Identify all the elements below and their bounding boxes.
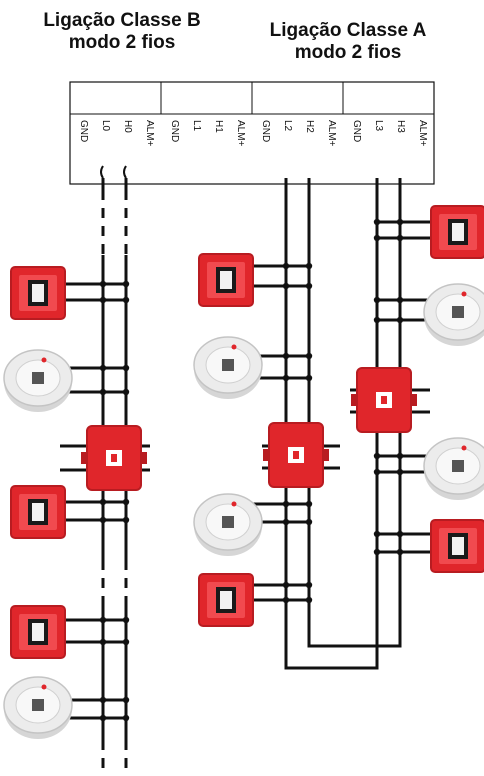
junction-dot [99,714,107,722]
isolator-module-icon [81,425,147,491]
junction-dot [122,388,130,396]
terminal-block [69,81,435,185]
manual-call-point-icon [430,519,484,573]
manual-call-point-icon [10,605,66,659]
class-b-title-line1: Ligação Classe B [43,10,201,31]
junction-dot [305,352,313,360]
junction-dot [373,296,381,304]
junction-dot [373,234,381,242]
wire [123,165,127,179]
junction-dot [122,364,130,372]
terminal-labels: GND L0 H0 ALM+ GND L1 H1 ALM+ GND L2 H2 ALM+ GND L3 H3… [78,120,428,147]
manual-call-point-icon [10,485,66,539]
junction-dot [99,498,107,506]
junction-dot [373,316,381,324]
terminal-label: GND [78,120,89,142]
junction-dot [396,234,404,242]
junction-dot [305,374,313,382]
terminal-label: L3 [373,120,384,132]
junction-dot [99,616,107,624]
terminal-label: L0 [100,120,111,132]
junction-dot [99,296,107,304]
junction-dot [99,516,107,524]
junction-dot [305,581,313,589]
class-a-title-line1: Ligação Classe A [269,20,427,41]
manual-call-point-icon [10,266,66,320]
junction-dot [373,530,381,538]
junction-dot [396,468,404,476]
junction-dot [282,500,290,508]
junction-dot [396,316,404,324]
devices [3,205,484,739]
junction-dot [373,468,381,476]
junction-dot [396,452,404,460]
terminal-label: ALM+ [326,120,337,147]
junction-dot [373,218,381,226]
junction-dot [282,596,290,604]
junction-dot [396,296,404,304]
terminal-label: H1 [213,120,224,133]
terminal-label: H2 [304,120,315,133]
manual-call-point-icon [198,573,254,627]
junction-dot [282,581,290,589]
junction-dot [305,282,313,290]
terminal-label: H3 [395,120,406,133]
terminal-label: ALM+ [417,120,428,147]
junction-dot [282,518,290,526]
junction-dot [305,596,313,604]
manual-call-point-icon [430,205,484,259]
wire [100,165,104,179]
class-a-title: Ligação Classe A modo 2 fios [248,20,448,64]
terminal-label: GND [169,120,180,142]
terminal-label: GND [260,120,271,142]
smoke-detector-icon [193,493,263,556]
junction-dot [99,280,107,288]
junction-dot [122,616,130,624]
junction-dot [122,498,130,506]
junction-dot [122,638,130,646]
terminal-label: ALM+ [144,120,155,147]
smoke-detector-icon [3,349,73,412]
junction-dot [99,696,107,704]
terminal-label: L2 [282,120,293,132]
junction-dot [122,714,130,722]
junction-dot [99,388,107,396]
junction-dot [305,518,313,526]
class-b-title: Ligação Classe B modo 2 fios [22,10,222,54]
junction-dot [282,352,290,360]
junction-dot [99,364,107,372]
class-a-title-line2: modo 2 fios [294,42,402,63]
junction-dot [373,452,381,460]
isolator-module-icon [263,422,329,488]
junction-dot [396,548,404,556]
manual-call-point-icon [198,253,254,307]
terminal-label: H0 [122,120,133,133]
junction-dot [282,282,290,290]
junction-dot [122,296,130,304]
junction-dot [282,374,290,382]
junction-dot [99,638,107,646]
junction-dot [122,516,130,524]
junction-dot [122,280,130,288]
smoke-detector-icon [423,437,484,500]
isolator-module-icon [351,367,417,433]
junction-dot [282,262,290,270]
junction-dot [305,262,313,270]
smoke-detector-icon [193,336,263,399]
junction-dot [305,500,313,508]
terminal-label: L1 [191,120,202,132]
junction-dot [373,548,381,556]
junction-dot [122,696,130,704]
junction-dot [396,218,404,226]
terminal-label: GND [351,120,362,142]
smoke-detector-icon [3,676,73,739]
junction-dot [396,530,404,538]
class-b-title-line2: modo 2 fios [68,32,176,53]
terminal-label: ALM+ [235,120,246,147]
smoke-detector-icon [423,283,484,346]
